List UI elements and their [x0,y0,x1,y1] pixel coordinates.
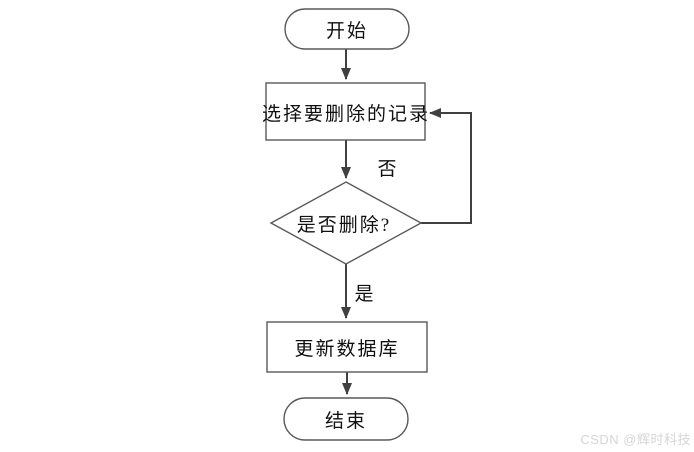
branch-label-no: 否 [377,159,396,180]
start-node-label: 开始 [326,20,368,42]
decision-node: 是否删除? [269,181,423,265]
start-node: 开始 [284,8,410,50]
select-record-node: 选择要删除的记录 [262,82,430,141]
start-node-shape [284,8,410,50]
update-database-node-label: 更新数据库 [294,338,399,360]
decision-node-label: 是否删除? [297,214,391,236]
branch-label-yes: 是 [354,284,373,305]
select-record-node-label: 选择要删除的记录 [262,103,430,125]
select-record-node-shape [265,82,426,141]
arrow-decision-no-loop [421,108,472,224]
end-node-label: 结束 [325,410,367,432]
update-database-node: 更新数据库 [266,321,428,373]
decision-node-shape [269,181,423,265]
update-database-node-shape [266,321,428,373]
watermark: CSDN @辉时科技 [580,432,691,447]
end-node-shape [283,397,409,441]
end-node: 结束 [283,397,409,441]
